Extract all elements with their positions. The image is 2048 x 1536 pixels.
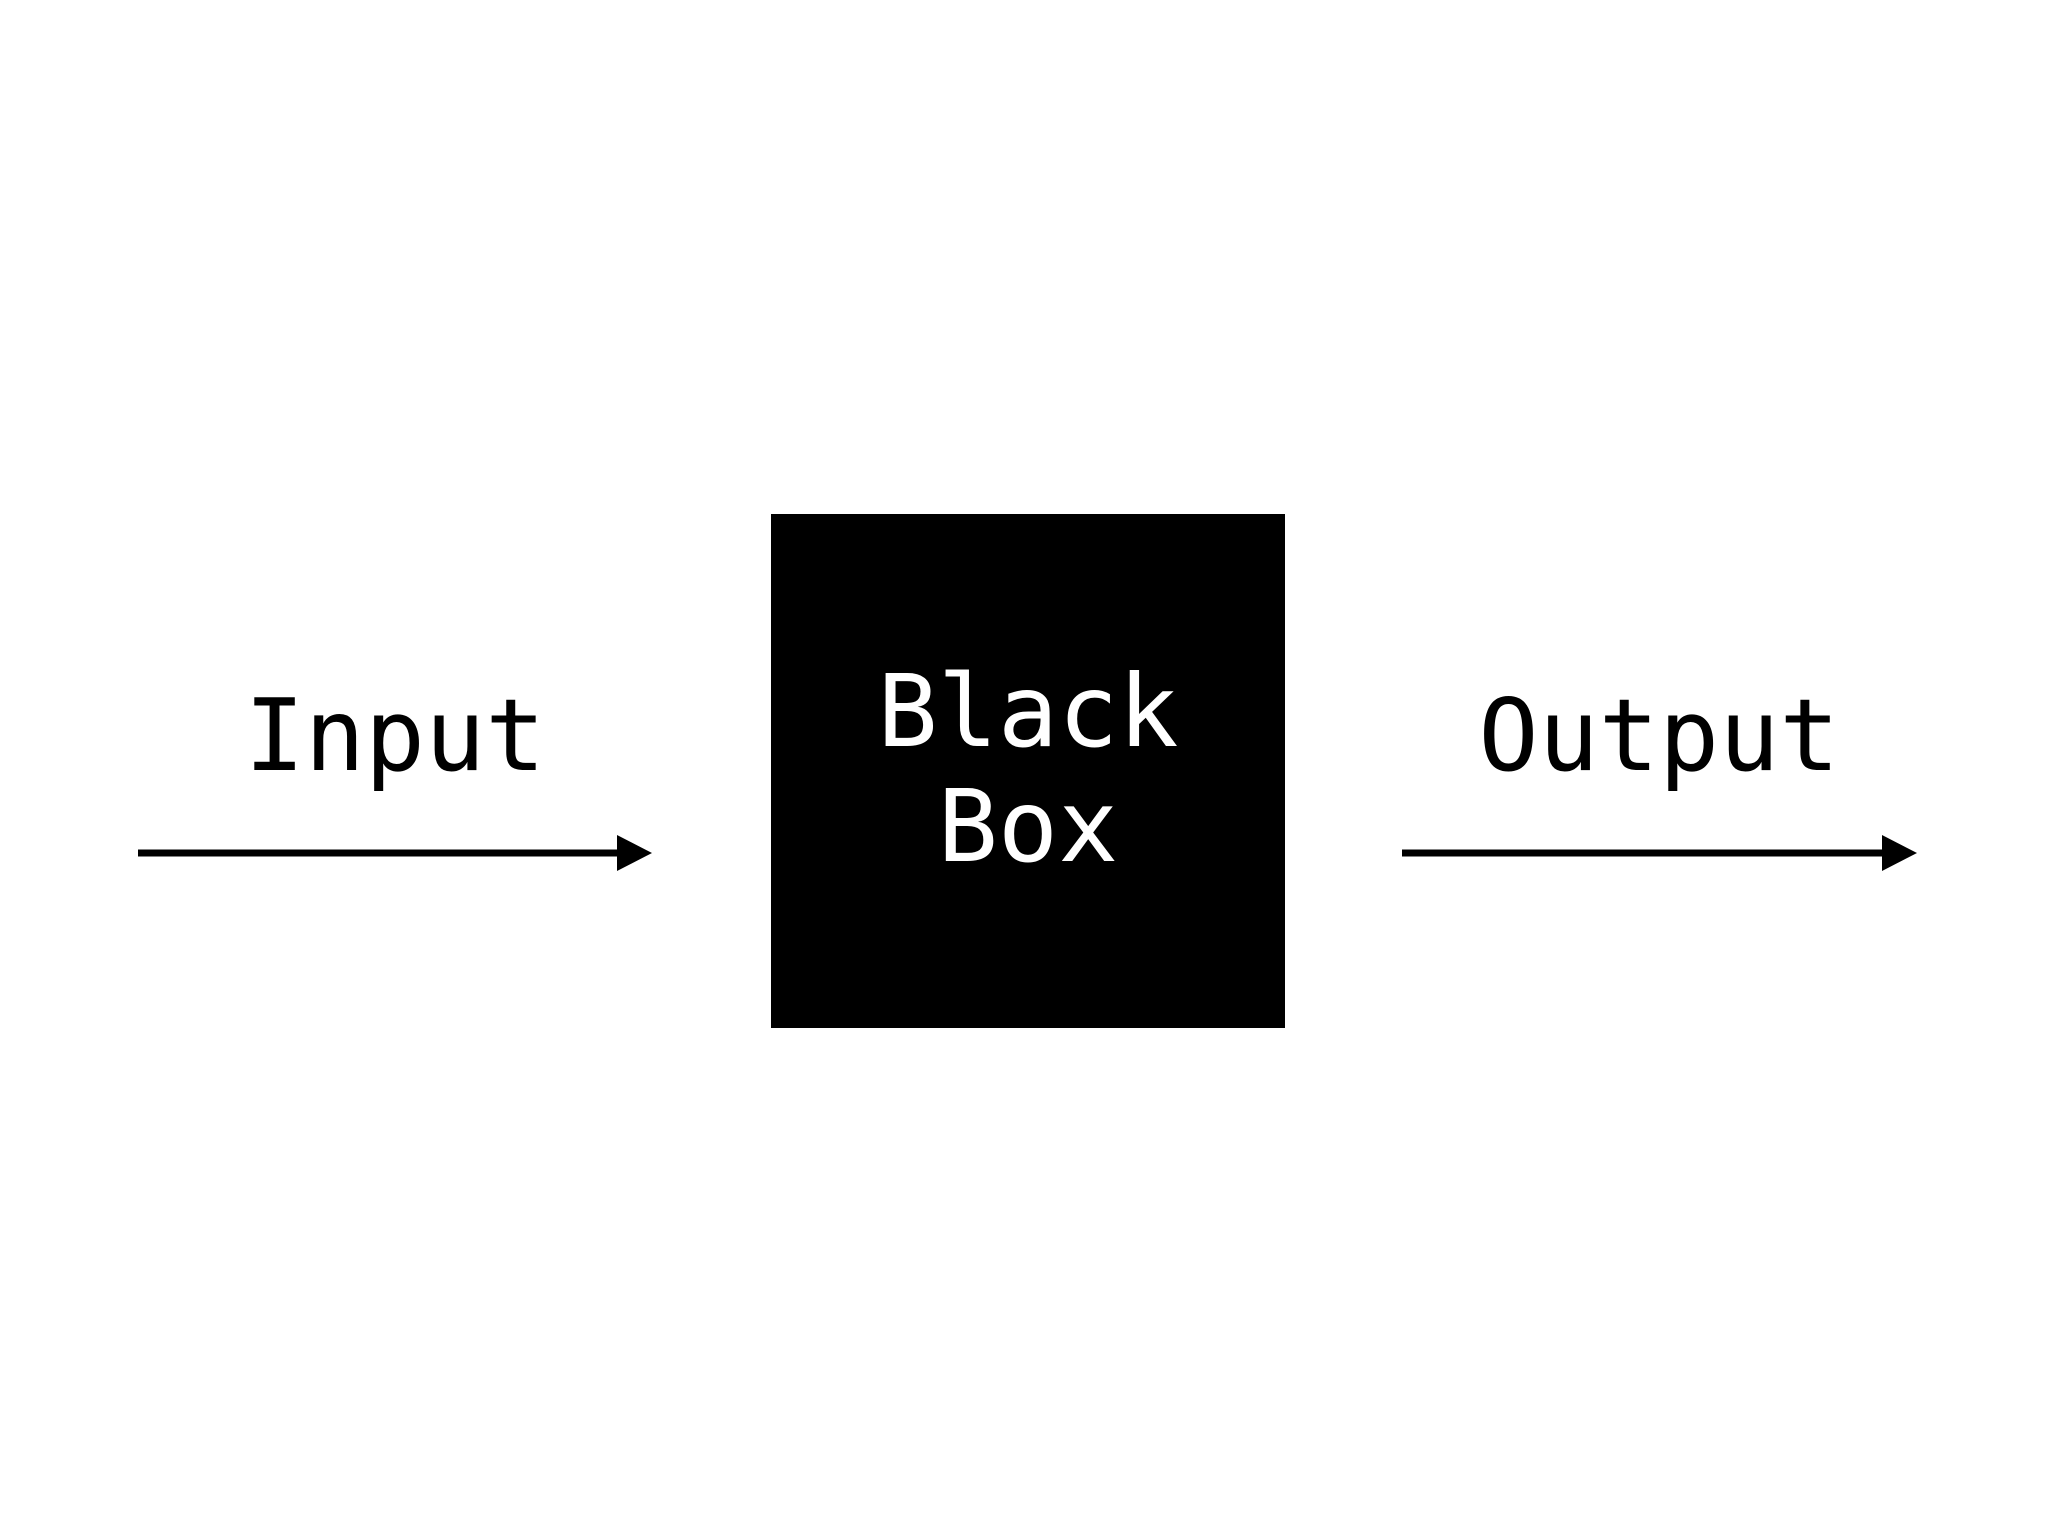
input-arrow [138, 835, 652, 871]
input-label: Input [244, 677, 545, 794]
output-arrow [1402, 835, 1917, 871]
box-label-line1: Black [877, 653, 1178, 770]
black-box [771, 514, 1285, 1028]
output-label: Output [1478, 677, 1839, 794]
box-label-line2: Box [938, 768, 1119, 885]
